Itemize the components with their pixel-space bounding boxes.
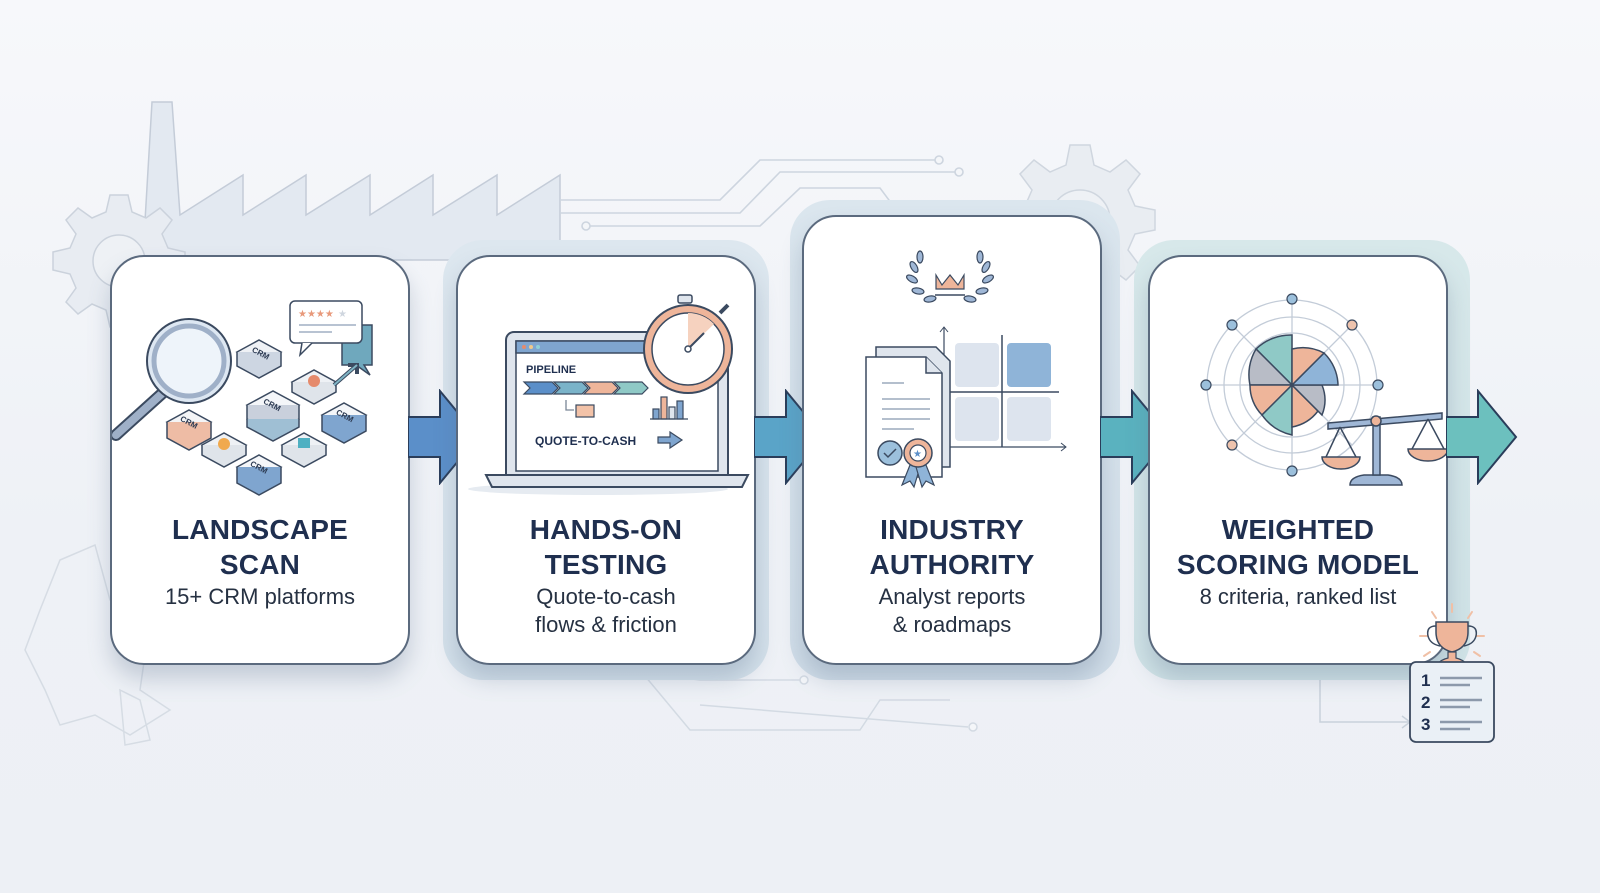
svg-text:★★★★: ★★★★ [298,309,334,320]
svg-text:★: ★ [338,309,347,320]
trophy-icon [1419,603,1485,665]
crm-tile-icon [200,432,248,468]
arrow-right-icon [1446,389,1518,485]
laurel-crown-icon [905,250,995,303]
report-quadrant-laurel-icon: ★ [865,250,1067,489]
rank-1: 1 [1421,671,1430,690]
balance-scale-icon [1321,412,1449,486]
report-document-icon: ★ [865,346,951,489]
factory-icon [142,101,561,261]
step-subtitle: 8 criteria, ranked list [1199,584,1397,609]
quadrant-chart-icon [939,326,1067,452]
crm-tile-icon [320,402,368,444]
crm-tile-icon [235,454,283,496]
crm-tile-icon [235,339,283,379]
trophy-ranked-list-icon: 1 2 3 [1409,603,1495,743]
magnifier-crm-tiles-icon: CRM CRM CRM CRM CRM ★★★★★ [112,300,373,496]
quote-to-cash-label: QUOTE-TO-CASH [535,434,636,448]
rank-2: 2 [1421,693,1430,712]
rank-3: 3 [1421,715,1430,734]
crm-tile-icon [290,369,338,405]
svg-text:★: ★ [913,449,922,460]
stopwatch-icon [643,294,733,394]
radar-scale-icon [1200,293,1449,486]
pipeline-label: PIPELINE [526,364,576,376]
magnifier-icon [112,318,232,441]
step-card-hands-on-testing: PIPELINE QUOTE-TO-CASH HAN [456,255,756,665]
review-bubble-icon: ★★★★★ [289,300,373,376]
laptop-stopwatch-icon: PIPELINE QUOTE-TO-CASH [468,294,750,495]
crm-tile-icon [245,390,301,442]
crm-tile-icon [280,432,328,468]
crm-tile-icon [165,409,213,451]
step-subtitle: 15+ CRM platforms [164,584,356,609]
step-subtitle: Analyst reports& roadmaps [878,584,1026,637]
